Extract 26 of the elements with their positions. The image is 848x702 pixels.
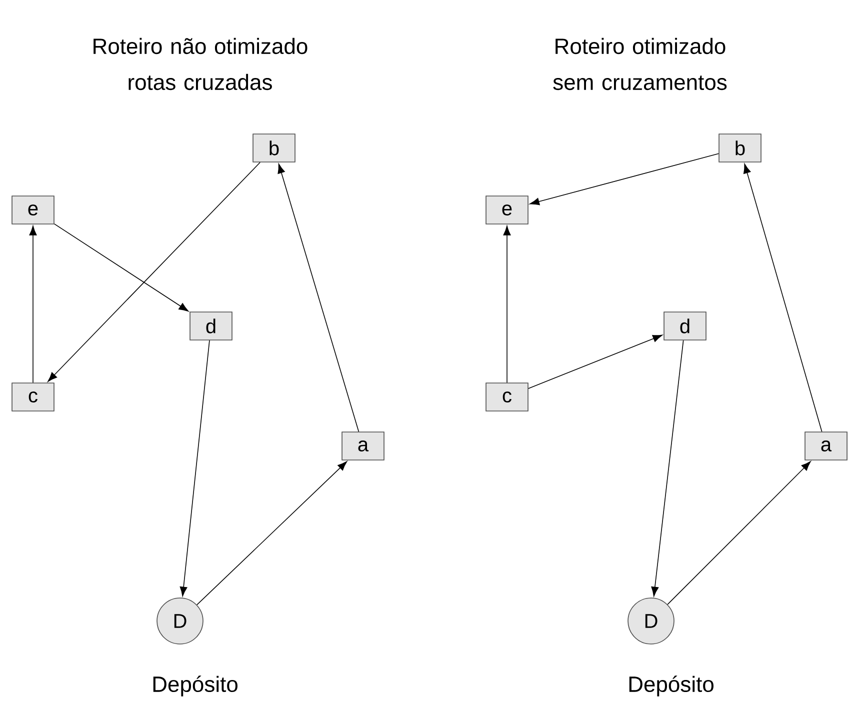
title-text: Roteiro não otimizado rotas cruzadas — [94, 38, 308, 90]
arrow — [278, 164, 360, 432]
arrow — [667, 461, 811, 605]
arrow — [180, 340, 210, 596]
stop-box: c — [12, 382, 54, 412]
arrow — [54, 224, 189, 312]
stop-box: a — [342, 432, 384, 460]
depot-caption: Depósito — [629, 676, 714, 696]
depot-caption: Depósito — [153, 676, 238, 696]
stop-box: b — [252, 134, 296, 162]
arrow — [744, 164, 822, 432]
arrow — [29, 226, 37, 383]
stop-box: c — [486, 382, 528, 412]
stop-box: d — [664, 312, 706, 340]
stop-box: e — [12, 196, 54, 224]
stop-box: b — [718, 134, 762, 162]
arrow — [528, 334, 662, 389]
arrow — [196, 461, 348, 606]
title-text: Roteiro otimizado sem cruzamentos — [553, 38, 727, 90]
stop-box: a — [804, 432, 848, 460]
arrow — [530, 153, 719, 206]
arrow — [48, 162, 260, 382]
arrow — [651, 340, 684, 596]
arrow — [503, 226, 511, 383]
stop-box: d — [190, 312, 232, 340]
stop-box: e — [486, 196, 528, 224]
